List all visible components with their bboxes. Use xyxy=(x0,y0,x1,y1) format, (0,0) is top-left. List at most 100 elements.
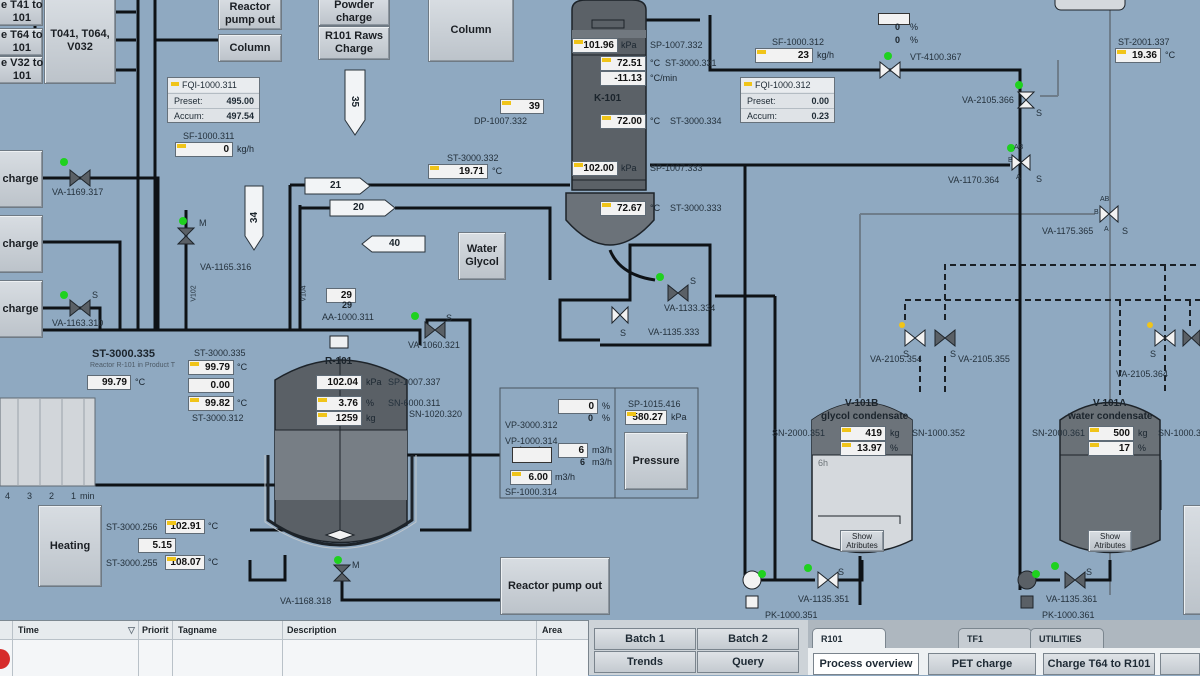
more-view-button[interactable] xyxy=(1160,653,1200,675)
col-tagname[interactable]: Tagname xyxy=(178,625,217,635)
batch1-button[interactable]: Batch 1 xyxy=(594,628,696,650)
reactor-pump-out-top-button[interactable]: Reactor pump out xyxy=(218,0,282,30)
reactor-pump-out-button[interactable]: Reactor pump out xyxy=(500,557,610,615)
tab-utilities[interactable]: UTILITIES xyxy=(1030,628,1104,648)
col-time[interactable]: Time xyxy=(18,625,39,635)
preset-label: Preset: xyxy=(174,96,203,106)
st335-unit: °C xyxy=(135,377,146,387)
column-v1[interactable]: 101.96 xyxy=(572,38,618,53)
v101a-right-tag: SN-1000.3 xyxy=(1158,428,1200,438)
show-attributes-v101a-button[interactable]: Show Atributes xyxy=(1088,530,1132,552)
st335-value[interactable]: 99.79 xyxy=(87,375,131,390)
t041-group-button[interactable]: T041, T064, V032 xyxy=(44,0,116,84)
v101b-level: 6h xyxy=(818,458,829,468)
column-v4[interactable]: 72.00 xyxy=(600,114,646,129)
v101b-left-tag: SN-2000.351 xyxy=(772,428,826,438)
s-label: S xyxy=(838,567,845,577)
va1135-361-label: VA-1135.361 xyxy=(1046,594,1098,604)
v101b-name: V-101B xyxy=(845,398,879,409)
charge-t64-button[interactable]: e T64 to 101 xyxy=(0,28,43,56)
s-label: S xyxy=(1086,567,1093,577)
powder-charge-button[interactable]: Powder charge xyxy=(318,0,390,26)
vp2-flow-1[interactable]: 6 xyxy=(558,443,588,458)
fqi-1000-311-panel[interactable]: FQI-1000.311 Preset:495.00 Accum:497.54 xyxy=(167,77,260,123)
st332-value[interactable]: 19.71 xyxy=(428,164,488,179)
sp1015-value[interactable]: 580.27 xyxy=(625,410,667,425)
reactor-kg[interactable]: 1259 xyxy=(316,411,362,426)
column-small-button[interactable]: Column xyxy=(218,34,282,62)
pct-top-unit-1: % xyxy=(910,22,919,32)
v101a-left-tag: SN-2000.361 xyxy=(1032,428,1086,438)
tab-tf1[interactable]: TF1 xyxy=(958,628,1032,648)
reactor-st335[interactable]: 99.79 xyxy=(188,360,234,375)
arrow-20[interactable]: 20 xyxy=(353,202,365,213)
charge-button-1[interactable]: charge xyxy=(0,150,43,208)
column-v5[interactable]: 102.00 xyxy=(572,161,618,176)
v101a-sub: water condensate xyxy=(1068,411,1153,422)
sf312-value[interactable]: 23 xyxy=(755,48,813,63)
reactor-pressure-unit: kPa xyxy=(366,377,382,387)
trend-tick-1: 1 xyxy=(71,491,77,501)
flow-control-icon[interactable] xyxy=(512,447,552,463)
reactor-st312[interactable]: 99.82 xyxy=(188,396,234,411)
v101a-pct[interactable]: 17 xyxy=(1088,441,1134,456)
sort-icon[interactable]: ▽ xyxy=(128,625,135,635)
charge-button-2[interactable]: charge xyxy=(0,215,43,273)
sf314-value[interactable]: 6.00 xyxy=(510,470,552,485)
batch2-button[interactable]: Batch 2 xyxy=(697,628,799,650)
col-area[interactable]: Area xyxy=(542,625,563,635)
sp1015-unit: kPa xyxy=(671,412,687,422)
reactor-zero[interactable]: 0.00 xyxy=(188,378,234,393)
a-label: A xyxy=(1016,174,1021,181)
column-v3[interactable]: -11.13 xyxy=(600,71,646,86)
va1168-label: VA-1168.318 xyxy=(280,596,332,606)
charge-t64-r101-button[interactable]: Charge T64 to R101 xyxy=(1043,653,1155,675)
column-u6: °C xyxy=(650,203,661,213)
col-priority[interactable]: Priorit xyxy=(142,625,169,635)
alarm-indicator-icon[interactable] xyxy=(0,649,10,669)
query-button[interactable]: Query xyxy=(697,651,799,673)
vp-value-1[interactable]: 0 xyxy=(558,399,598,414)
charge-v32-button[interactable]: e V32 to 101 xyxy=(0,56,43,84)
aa-value-1[interactable]: 29 xyxy=(326,288,356,303)
column-v2[interactable]: 72.51 xyxy=(600,56,646,71)
heat-mid-value[interactable]: 5.15 xyxy=(138,538,176,553)
alarm-list[interactable]: Time ▽ Priorit Tagname Description Area xyxy=(0,620,588,676)
charge-t41-button[interactable]: e T41 to 101 xyxy=(0,0,43,26)
arrow-35[interactable]: 35 xyxy=(349,95,361,108)
water-glycol-button[interactable]: Water Glycol xyxy=(458,232,506,280)
show-attributes-v101b-button[interactable]: Show Atributes xyxy=(840,530,884,552)
tab-r101[interactable]: R101 xyxy=(812,628,886,648)
arrow-40[interactable]: 40 xyxy=(389,238,401,249)
pressure-button[interactable]: Pressure xyxy=(624,432,688,490)
fqi-1000-312-panel[interactable]: FQI-1000.312 Preset:0.00 Accum:0.23 xyxy=(740,77,835,123)
r101-raws-charge-button[interactable]: R101 Raws Charge xyxy=(318,26,390,60)
v101a-kg[interactable]: 500 xyxy=(1088,426,1134,441)
sf311-unit: kg/h xyxy=(237,144,255,154)
heat-t255-value[interactable]: 108.07 xyxy=(165,555,205,570)
column-v6[interactable]: 72.67 xyxy=(600,201,646,216)
reactor-pressure[interactable]: 102.04 xyxy=(316,375,362,390)
charge-button-3[interactable]: charge xyxy=(0,280,43,338)
arrow-34[interactable]: 34 xyxy=(249,211,261,224)
heating-button[interactable]: Heating xyxy=(38,505,102,587)
v101b-sub: glycol condensate xyxy=(821,411,909,422)
heat-t256-value[interactable]: 102.91 xyxy=(165,519,205,534)
reactor-pct[interactable]: 3.76 xyxy=(316,396,362,411)
dp-value[interactable]: 39 xyxy=(500,99,544,114)
process-overview-button[interactable]: Process overview xyxy=(813,653,919,675)
sf311-value[interactable]: 0 xyxy=(175,142,233,157)
trends-button[interactable]: Trends xyxy=(594,651,696,673)
v101b-pct[interactable]: 13.97 xyxy=(840,441,886,456)
arrow-21[interactable]: 21 xyxy=(330,180,342,191)
b-label: B xyxy=(1008,157,1013,164)
right-edge-button[interactable] xyxy=(1183,505,1200,615)
v101b-kg[interactable]: 419 xyxy=(840,426,886,441)
s-label: S xyxy=(1036,108,1043,118)
col-description[interactable]: Description xyxy=(287,625,337,635)
column-big-button[interactable]: Column xyxy=(428,0,514,62)
valve-va1168-icon xyxy=(332,564,352,582)
st335-sub: Reactor R-101 in Product T xyxy=(90,362,176,369)
st2001-value[interactable]: 19.36 xyxy=(1115,48,1161,63)
pet-charge-button[interactable]: PET charge xyxy=(928,653,1036,675)
